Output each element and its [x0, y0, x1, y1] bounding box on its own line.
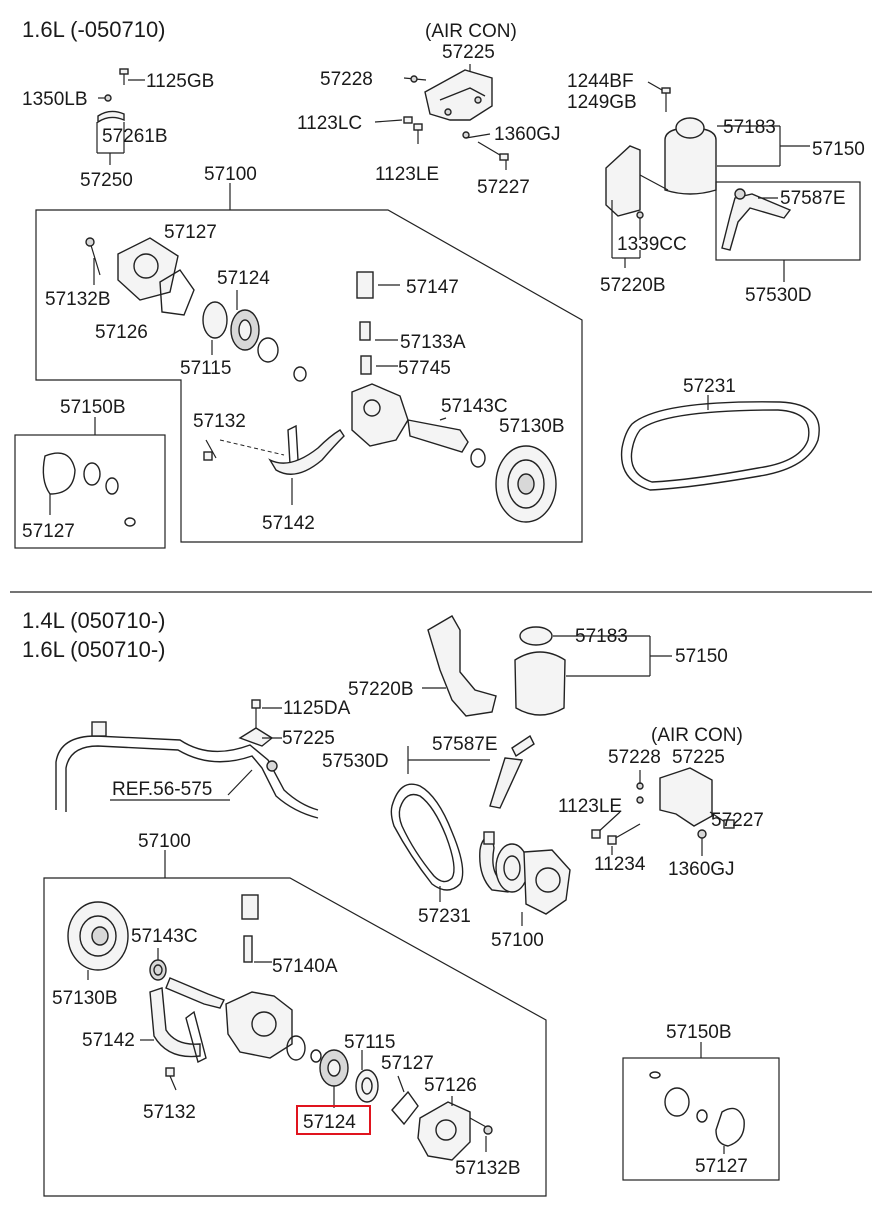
clip-57261B-group [96, 68, 145, 165]
aircon-bracket-top [374, 64, 509, 170]
label-aircon-bottom: (AIR CON) [651, 725, 743, 746]
label-57228-bottom: 57228 [608, 747, 661, 768]
pump-assembly-box-top [35, 183, 583, 543]
label-1360GJ-bottom: 1360GJ [668, 859, 735, 880]
return-hose-line [55, 699, 319, 819]
label-57127-kit-top: 57127 [22, 521, 75, 542]
label-57127-top: 57127 [164, 222, 217, 243]
label-11234: 11234 [594, 854, 646, 875]
label-1123LE-top: 1123LE [375, 164, 439, 185]
label-57142-bottom: 57142 [82, 1030, 135, 1051]
belt-top [620, 395, 820, 491]
label-1339CC: 1339CC [617, 234, 687, 255]
label-57132B-bottom: 57132B [455, 1158, 521, 1179]
label-57100-bottom: 57100 [138, 831, 191, 852]
label-57150B-bottom: 57150B [666, 1022, 732, 1043]
pump-assembled-bottom [479, 831, 571, 926]
label-57132-top: 57132 [193, 411, 246, 432]
label-1350LB: 1350LB [22, 89, 88, 110]
label-57133A: 57133A [400, 332, 466, 353]
label-1125GB: 1125GB [146, 71, 214, 92]
reservoir-top [605, 81, 861, 282]
label-57227-top: 57227 [477, 177, 530, 198]
label-57124-highlighted: 57124 [303, 1112, 356, 1133]
label-1123LC: 1123LC [297, 113, 362, 134]
belt-bottom [390, 783, 464, 902]
label-1249GB: 1249GB [567, 92, 637, 113]
bottom-section-title-1: 1.4L (050710-) [22, 608, 166, 633]
label-57228-top: 57228 [320, 69, 373, 90]
label-57140A: 57140A [272, 956, 338, 977]
label-1123LE-bottom: 1123LE [558, 796, 622, 817]
label-57143C-top: 57143C [441, 396, 508, 417]
bottom-section-title-2: 1.6L (050710-) [22, 637, 166, 662]
label-57231-top: 57231 [683, 376, 736, 397]
top-section-title: 1.6L (-050710) [22, 17, 166, 42]
label-57150-top: 57150 [812, 139, 865, 160]
label-57220B-top: 57220B [600, 275, 666, 296]
label-57587E-top: 57587E [780, 188, 846, 209]
label-57142-top: 57142 [262, 513, 315, 534]
label-57183-top: 57183 [723, 117, 776, 138]
label-57220B-bottom: 57220B [348, 679, 414, 700]
seal-kit-box-top [14, 417, 166, 549]
label-57147: 57147 [406, 277, 459, 298]
label-57115-top: 57115 [180, 358, 231, 379]
label-57150B-top: 57150B [60, 397, 126, 418]
label-1244BF: 1244BF [567, 71, 634, 92]
label-57130B-top: 57130B [499, 416, 565, 437]
label-57132B-top: 57132B [45, 289, 111, 310]
label-57127-kit-bottom: 57127 [695, 1156, 748, 1177]
label-57225-aircon-bottom: 57225 [672, 747, 725, 768]
label-aircon-top: (AIR CON) [425, 21, 517, 42]
label-57100-top: 57100 [204, 164, 257, 185]
label-1360GJ-top: 1360GJ [494, 124, 561, 145]
highlight-box-57124 [296, 1105, 371, 1135]
label-57227-bottom: 57227 [711, 810, 764, 831]
label-57126-top: 57126 [95, 322, 148, 343]
reservoir-bottom [407, 615, 672, 809]
label-57587E-bottom: 57587E [432, 734, 498, 755]
label-57143C-bottom: 57143C [131, 926, 198, 947]
label-57115-bottom: 57115 [344, 1032, 395, 1053]
label-57126-bottom: 57126 [424, 1075, 477, 1096]
label-57250: 57250 [80, 170, 133, 191]
label-57530D-bottom: 57530D [322, 751, 389, 772]
label-ref-56-575: REF.56-575 [112, 779, 212, 800]
pump-assembly-box-bottom [43, 850, 547, 1197]
label-57225-top: 57225 [442, 42, 495, 63]
label-57100-assembled: 57100 [491, 930, 544, 951]
label-57124-top: 57124 [217, 268, 270, 289]
label-57132-bottom: 57132 [143, 1102, 196, 1123]
label-57231-bottom: 57231 [418, 906, 471, 927]
seal-kit-box-bottom [622, 1042, 780, 1181]
label-57183-bottom: 57183 [575, 626, 628, 647]
label-57130B-bottom: 57130B [52, 988, 118, 1009]
label-1125DA: 1125DA [283, 698, 351, 719]
label-57127-bottom: 57127 [381, 1053, 434, 1074]
label-57745: 57745 [398, 358, 451, 379]
label-57530D-top: 57530D [745, 285, 812, 306]
pump-parts-bottom [67, 894, 493, 1161]
label-57225-hose: 57225 [282, 728, 335, 749]
label-57150-bottom: 57150 [675, 646, 728, 667]
label-57261B: 57261B [102, 126, 168, 147]
pump-parts-top [85, 237, 557, 523]
aircon-bracket-bottom [591, 767, 735, 856]
